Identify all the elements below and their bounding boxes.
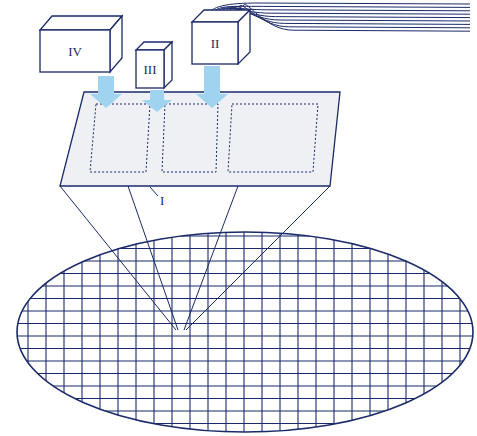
block-label: III	[144, 63, 157, 76]
die-card	[60, 92, 340, 186]
wafer-outline	[17, 232, 473, 432]
component-block: II	[192, 22, 238, 64]
component-blocks	[40, 10, 250, 88]
block-label: II	[211, 37, 220, 50]
die-grid	[0, 228, 477, 436]
die-sites	[90, 104, 318, 172]
component-block: III	[136, 50, 164, 88]
block-label: IV	[68, 45, 82, 58]
callout-number: I	[158, 194, 166, 207]
leader-line	[150, 187, 158, 196]
component-block: IV	[40, 30, 110, 72]
zoom-lines	[60, 186, 330, 330]
